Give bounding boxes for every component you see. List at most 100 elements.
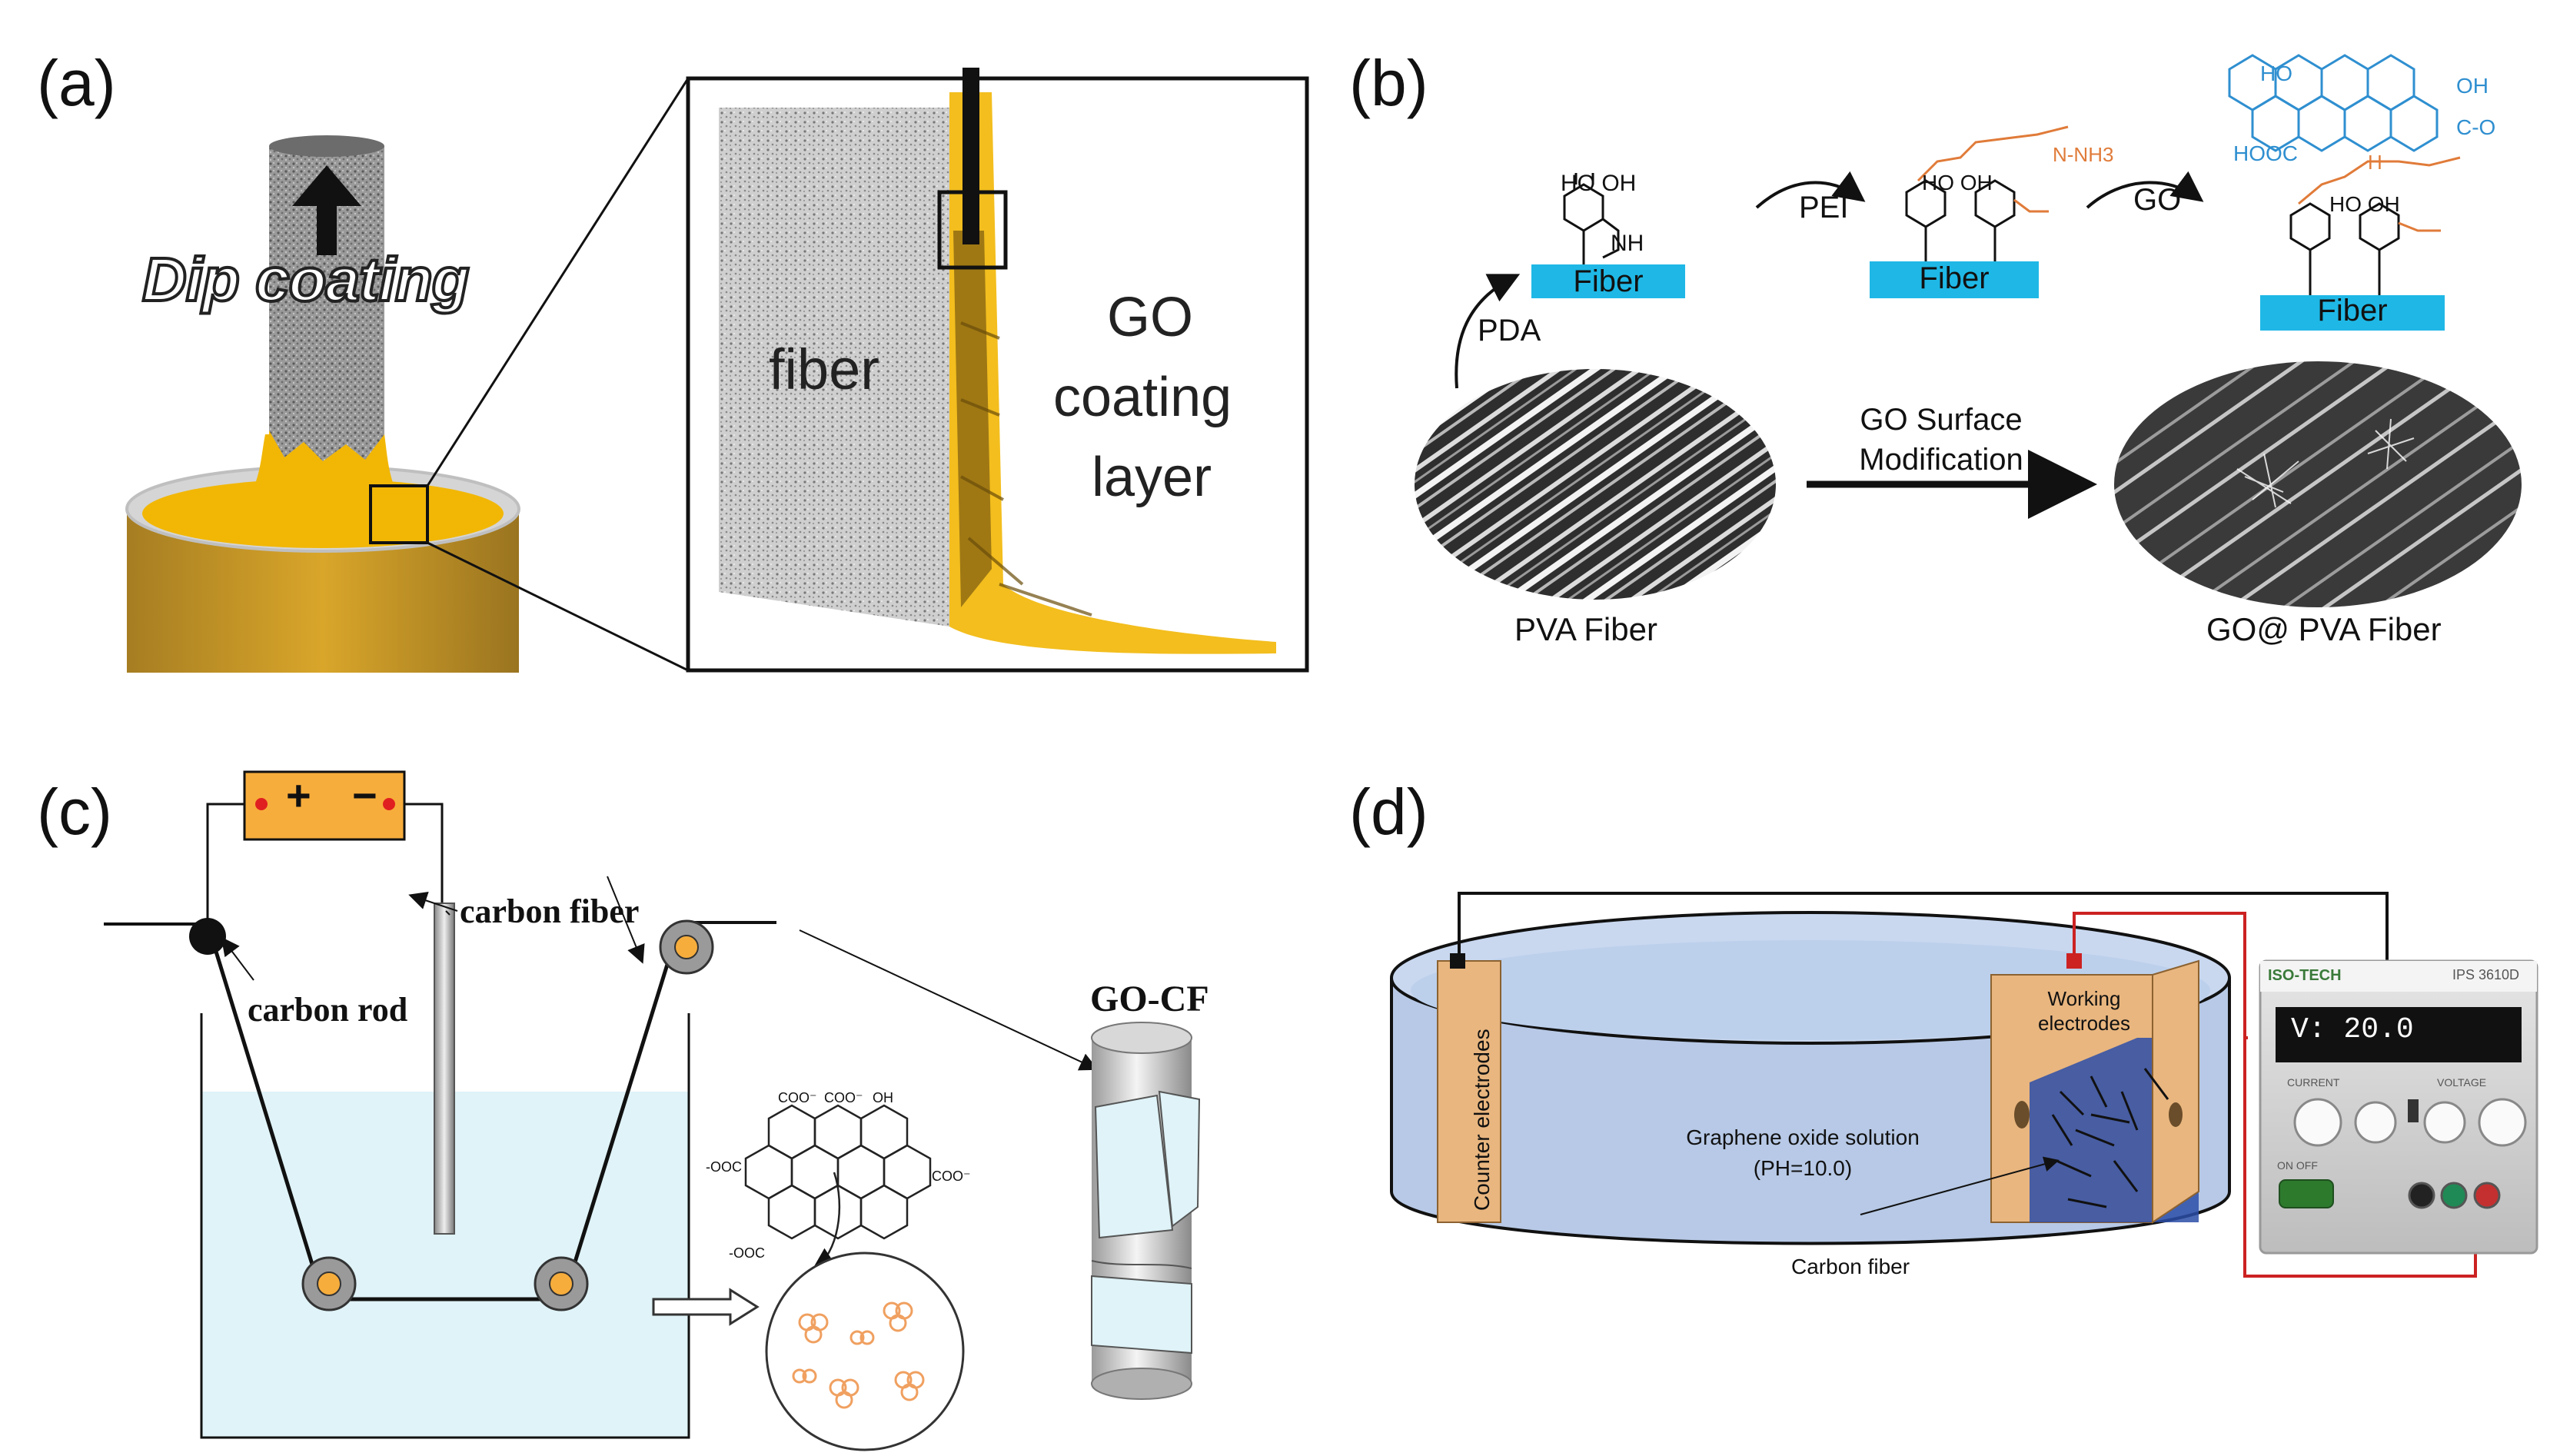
current-coarse-knob <box>2354 1101 2397 1144</box>
carbon-fiber-label-d: Carbon fiber <box>1791 1255 1910 1278</box>
fiber-box-2 <box>1870 261 2039 298</box>
go-cf-cylinder <box>1091 1022 1201 1400</box>
red-wire <box>2073 912 2477 1278</box>
power-supply <box>2259 959 2538 1255</box>
carbon-fiber-label: carbon fiber <box>460 893 640 930</box>
voltage-fine-knob <box>2423 1101 2466 1144</box>
pei-label: PEI <box>1799 191 1849 224</box>
battery <box>243 770 406 841</box>
carbon-rod-label: carbon rod <box>248 991 408 1029</box>
voltage-coarse-knob <box>2478 1098 2527 1147</box>
panel-d-illustration <box>1390 892 2538 1278</box>
coo-label-4: COO⁻ <box>932 1168 971 1184</box>
panel-d-label: (d) <box>1349 776 1428 848</box>
magnified-solution-circle <box>765 1252 965 1451</box>
pda-hooh-label: HO OH <box>1561 171 1637 196</box>
go-pva-fiber-label: GO@ PVA Fiber <box>2206 611 2442 647</box>
pda-label: PDA <box>1478 314 1541 347</box>
psu-current-label: CURRENT <box>2287 1076 2340 1089</box>
psu-display-value: V: 20.0 <box>2291 1013 2414 1046</box>
counter-electrode <box>1437 960 1501 1223</box>
surface-mod-line-2: Modification <box>1859 443 2023 477</box>
beaker <box>125 465 520 673</box>
guide-roller-bottom-left <box>301 1256 357 1311</box>
pei-hooh-label: HO OH <box>1922 171 1993 194</box>
pei-nh3-label: N-NH3 <box>2053 143 2114 166</box>
sem-image-go-pva <box>2114 361 2522 607</box>
panel-b-illustration <box>1415 54 2522 607</box>
go-sheet-molecule <box>2228 54 2439 152</box>
panel-c-label: (c) <box>37 776 112 848</box>
graphene-solution-line-1: Graphene oxide solution <box>1686 1125 1920 1149</box>
go-reagent-label: GO <box>2133 183 2182 217</box>
up-arrow-icon <box>292 165 361 255</box>
layer-label: layer <box>1092 447 1212 508</box>
terminal-green <box>2440 1182 2468 1209</box>
pda-molecule <box>1563 173 1620 264</box>
coo-label-3: -OOC <box>706 1159 742 1175</box>
carbon-rod-electrode <box>434 903 455 1235</box>
panel-b-label: (b) <box>1349 47 1428 119</box>
coating-label: coating <box>1053 367 1232 428</box>
sem-image-pva <box>1415 369 1776 600</box>
fiber-box-3 <box>2260 295 2445 331</box>
surface-mod-line-1: GO Surface <box>1860 403 2023 437</box>
working-electrodes-label: Working electrodes <box>2026 986 2142 1035</box>
surface-mod-label: GO Surface Modification <box>1830 400 2053 480</box>
contact-roller <box>189 918 226 955</box>
pva-fiber-label: PVA Fiber <box>1514 611 1657 647</box>
tank-walls <box>200 1013 690 1439</box>
go-sheets-dispersed <box>792 1301 925 1409</box>
graphene-solution-line-2: (PH=10.0) <box>1753 1156 1853 1180</box>
go-ho-label: HO <box>2260 61 2292 85</box>
go-molecule-structure <box>744 1104 932 1271</box>
oh-label: OH <box>873 1090 893 1105</box>
inset-detail-box <box>937 190 1008 270</box>
current-fine-knob <box>2293 1098 2342 1147</box>
psu-display <box>2276 1007 2522 1062</box>
go-co-label: C-O <box>2456 115 2496 139</box>
go-hooh-label: HO OH <box>2329 192 2400 216</box>
terminal-red <box>2473 1182 2501 1209</box>
fiber-top <box>269 135 384 157</box>
guide-roller-bottom-right <box>534 1256 589 1311</box>
go-cf-label: GO-CF <box>1090 979 1209 1019</box>
fiber-box-1 <box>1531 264 1685 298</box>
working-electrodes-line-1: Working <box>2047 987 2121 1010</box>
panel-a-label: (a) <box>37 47 116 119</box>
dip-coating-label: Dip coating <box>141 244 471 315</box>
fiber-text-2: Fiber <box>1919 261 1990 295</box>
battery-plus: + <box>286 771 311 819</box>
working-electrodes-line-2: electrodes <box>2038 1012 2130 1035</box>
psu-brand: ISO-TECH <box>2268 967 2342 984</box>
terminal-black <box>2408 1182 2435 1209</box>
go-h-label: H <box>2368 151 2382 174</box>
graphene-solution-label: Graphene oxide solution (PH=10.0) <box>1641 1122 1964 1184</box>
hollow-arrow <box>652 1288 760 1326</box>
fiber-label: fiber <box>769 337 879 401</box>
go-label: GO <box>1107 287 1194 348</box>
battery-minus: − <box>352 771 377 819</box>
inset-fiber-slab <box>719 108 949 627</box>
psu-model: IPS 3610D <box>2452 967 2520 982</box>
black-wire <box>1458 892 2389 1007</box>
counter-electrodes-label: Counter electrodes <box>1470 1029 1494 1211</box>
guide-roller-top-right <box>659 919 714 975</box>
go-hooc-label: HOOC <box>2233 141 2298 165</box>
psu-onoff-label: ON OFF <box>2277 1159 2318 1172</box>
panel-c-illustration <box>104 770 1201 1451</box>
fiber-text-3: Fiber <box>2317 294 2388 327</box>
coo-label-5: -OOC <box>729 1245 765 1261</box>
panel-a-illustration <box>125 68 1309 673</box>
fiber-text-1: Fiber <box>1573 264 1644 298</box>
pda-nh-label: NH <box>1611 231 1644 256</box>
power-switch <box>2279 1179 2334 1208</box>
psu-voltage-label: VOLTAGE <box>2437 1076 2487 1089</box>
coo-label-1: COO⁻ <box>778 1090 817 1105</box>
go-oh-label: OH <box>2456 74 2489 98</box>
working-electrode <box>1990 959 2199 1224</box>
pei-molecule <box>1905 179 2016 261</box>
carbon-fiber-path <box>205 923 675 1301</box>
go-coating-layer <box>949 92 1276 654</box>
